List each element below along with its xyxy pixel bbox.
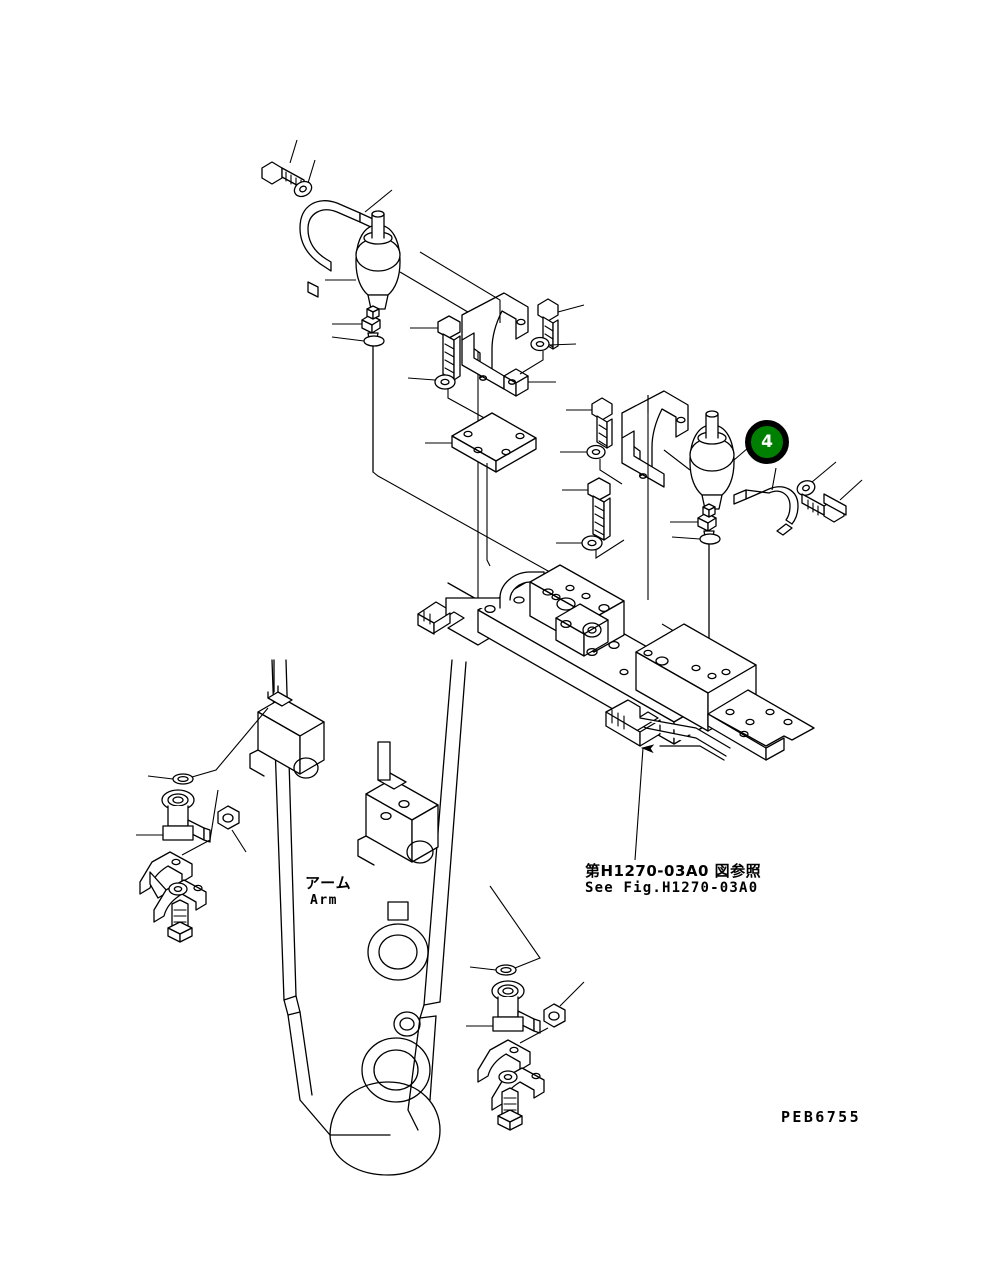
accumulator-left bbox=[325, 210, 479, 611]
washer-upper-left bbox=[293, 159, 316, 198]
reference-note-en: See Fig.H1270-03A0 bbox=[585, 880, 759, 896]
nut-left bbox=[217, 805, 247, 853]
washer-lower-right-group bbox=[556, 535, 625, 560]
nut-right bbox=[543, 981, 585, 1028]
accumulator-clamp-strap-right bbox=[733, 467, 799, 536]
bolt-upper-left bbox=[261, 139, 305, 190]
base-plate-left bbox=[425, 412, 537, 567]
washer-center-left bbox=[407, 374, 489, 421]
reference-arrow bbox=[634, 744, 655, 861]
washer-lower-left bbox=[168, 882, 188, 896]
elbow-fitting-right bbox=[466, 980, 541, 1034]
callout-marker-4[interactable]: 4 bbox=[745, 420, 789, 464]
arm-label-jp: アーム bbox=[305, 874, 352, 892]
oring-left bbox=[147, 707, 269, 785]
arm-label-en: Arm bbox=[310, 893, 338, 908]
manifold-mount-beam bbox=[417, 564, 815, 761]
bolt-center-left bbox=[410, 315, 461, 381]
bolt-lower-right-group bbox=[562, 477, 611, 541]
bolt-far-right bbox=[801, 479, 863, 523]
rod-left bbox=[331, 335, 601, 601]
figure-number: PEB6755 bbox=[781, 1108, 862, 1126]
oring-right bbox=[469, 885, 541, 976]
bolt-lower-left bbox=[167, 899, 193, 943]
split-flange-clamp-left-a bbox=[139, 789, 219, 899]
bolt-upper-right-group bbox=[566, 397, 613, 449]
mounting-bracket-left bbox=[419, 251, 556, 397]
mounting-bracket-right bbox=[621, 390, 689, 488]
washer-right-left-group bbox=[519, 336, 577, 375]
clamp-strap-left bbox=[299, 189, 393, 298]
elbow-fitting-left bbox=[136, 789, 211, 843]
accumulator-right bbox=[663, 410, 763, 510]
washer-far-right bbox=[796, 461, 837, 496]
excavator-arm bbox=[249, 659, 467, 1176]
bolt-lower-right bbox=[497, 1087, 523, 1131]
split-flange-clamp-right-a bbox=[477, 1027, 549, 1083]
washer-lower-right bbox=[498, 1070, 518, 1084]
split-flange-clamp-left-b bbox=[153, 879, 207, 923]
washer-upper-right-group bbox=[560, 444, 623, 485]
reference-note-jp: 第H1270-03A0 図参照 bbox=[585, 862, 762, 880]
